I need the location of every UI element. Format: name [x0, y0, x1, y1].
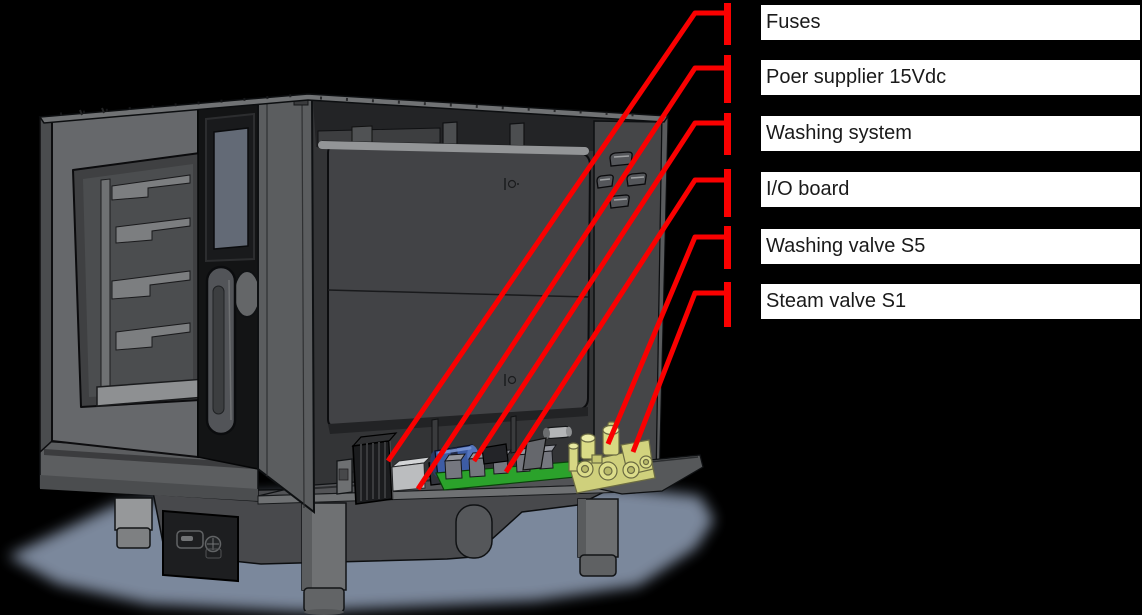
fuse-block — [351, 432, 398, 505]
leader-line-steam-valve-s1 — [630, 290, 729, 453]
support-strut — [510, 415, 517, 454]
oven-base — [39, 440, 259, 502]
corner-post — [257, 94, 316, 515]
leader-end-bars — [724, 3, 731, 327]
control-panel — [197, 99, 261, 470]
interior-panel — [318, 140, 603, 442]
leader-line-power-supply — [415, 65, 729, 491]
panel-top-rail — [318, 141, 589, 155]
bottom-drawer — [162, 509, 239, 583]
fuse-bracket — [336, 458, 353, 495]
leader-line-washing-valve-s5 — [605, 234, 729, 445]
door-window — [72, 152, 206, 408]
foot-front-center — [301, 502, 347, 615]
callout-label-steam-valve: Steam valve S1 — [759, 282, 1142, 321]
capacitor-cylinder — [542, 425, 572, 440]
callout-label-io-board: I/O board — [759, 170, 1142, 209]
callout-label-fuses: Fuses — [759, 3, 1142, 42]
power-supply — [390, 456, 432, 492]
roof-edge — [38, 93, 670, 124]
foot-right — [577, 498, 619, 577]
leader-line-fuse-block — [385, 10, 729, 463]
certification-mark-icon — [504, 178, 519, 386]
vent-column — [593, 115, 669, 489]
door-handle — [205, 265, 237, 436]
valve-assembly — [567, 421, 656, 494]
callout-label-washing-valve: Washing valve S5 — [759, 227, 1142, 266]
callout-label-washing-system: Washing system — [759, 114, 1142, 153]
oven-door — [39, 94, 316, 515]
rack-rail — [100, 178, 111, 396]
rack-shelves — [111, 174, 191, 351]
door-knob — [233, 270, 261, 318]
mount-bracket — [522, 437, 547, 471]
louver-vent-icon — [596, 151, 647, 209]
top-bracket — [509, 122, 525, 149]
leader-line-washing-pump — [471, 120, 729, 463]
top-bracket — [442, 121, 458, 148]
foot-back-left — [114, 497, 153, 549]
leader-line-io-board — [503, 177, 729, 474]
leader-lines — [385, 3, 731, 491]
oven-feet — [114, 497, 619, 615]
callout-label-power-supply: Poer supplier 15Vdc — [759, 58, 1142, 97]
drain-pump-bump — [455, 504, 493, 559]
